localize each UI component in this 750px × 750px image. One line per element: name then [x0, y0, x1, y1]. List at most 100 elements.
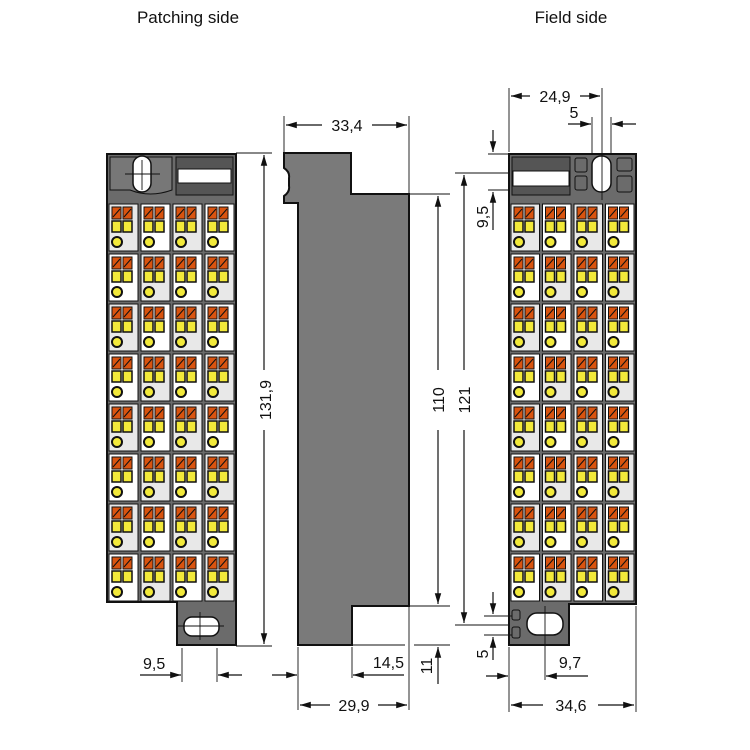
field-terminal-grid [510, 203, 635, 602]
contact-icon [555, 370, 567, 383]
terminal-block [510, 403, 540, 452]
contact-icon [122, 420, 133, 433]
contact-icon [544, 270, 556, 283]
terminal-block [172, 253, 203, 302]
contact-icon [587, 470, 598, 483]
terminal-block [204, 503, 235, 552]
contact-icon [607, 420, 619, 433]
test-point-icon [544, 236, 557, 248]
test-point-icon [143, 486, 155, 498]
test-point-icon [175, 586, 187, 598]
test-point-icon [544, 336, 557, 348]
test-point-icon [513, 236, 525, 248]
terminal-block [108, 503, 139, 552]
contact-icon [218, 420, 229, 433]
field-label-strip [512, 170, 570, 187]
terminal-block [172, 553, 203, 602]
dim-patching-height: 131,9 [258, 380, 275, 420]
test-point-icon [143, 536, 155, 548]
test-point-icon [576, 436, 588, 448]
contact-icon [143, 570, 154, 583]
test-point-icon [513, 336, 525, 348]
contact-icon [576, 270, 587, 283]
terminal-block [172, 453, 203, 502]
contact-icon [513, 520, 524, 533]
contact-icon [122, 370, 133, 383]
test-point-icon [607, 486, 620, 498]
contact-icon [607, 270, 619, 283]
test-point-icon [111, 536, 123, 548]
contact-icon [154, 220, 165, 233]
dim-side-notch-height: 11 [419, 658, 436, 675]
contact-icon [186, 220, 197, 233]
terminal-block [542, 453, 572, 502]
terminal-block [542, 253, 572, 302]
test-point-icon [513, 386, 525, 398]
test-point-icon [576, 236, 588, 248]
terminal-block [605, 503, 635, 552]
terminal-block [172, 353, 203, 402]
dim-side-inner-height: 110 [431, 387, 448, 413]
patching-label-strip [177, 168, 232, 184]
contact-icon [513, 370, 524, 383]
terminal-block [204, 403, 235, 452]
side-view [283, 152, 410, 646]
test-point-icon [143, 586, 155, 598]
contact-icon [607, 220, 619, 233]
contact-icon [524, 470, 535, 483]
contact-icon [524, 370, 535, 383]
contact-icon [186, 320, 197, 333]
terminal-block [605, 403, 635, 452]
terminal-block [605, 353, 635, 402]
test-point-icon [544, 286, 557, 298]
contact-icon [122, 320, 133, 333]
terminal-block [140, 403, 171, 452]
contact-icon [576, 520, 587, 533]
terminal-block [573, 253, 603, 302]
terminal-block [542, 503, 572, 552]
dim-field-bottom-slot: 5 [475, 649, 492, 658]
contact-icon [143, 470, 154, 483]
terminal-block [605, 253, 635, 302]
test-point-icon [544, 436, 557, 448]
terminal-block [204, 553, 235, 602]
contact-icon [513, 220, 524, 233]
test-point-icon [607, 336, 620, 348]
terminal-block [204, 203, 235, 252]
test-point-icon [207, 486, 219, 498]
terminal-block [140, 453, 171, 502]
terminal-block [573, 503, 603, 552]
dim-field-tab-width: 9,7 [559, 655, 581, 672]
contact-icon [186, 570, 197, 583]
contact-icon [218, 570, 229, 583]
contact-icon [618, 270, 630, 283]
contact-icon [524, 420, 535, 433]
contact-icon [607, 520, 619, 533]
terminal-block [542, 203, 572, 252]
contact-icon [111, 470, 122, 483]
contact-icon [143, 420, 154, 433]
terminal-block [542, 303, 572, 352]
side-housing [283, 152, 410, 646]
terminal-block [172, 203, 203, 252]
terminal-block [108, 403, 139, 452]
contact-icon [618, 370, 630, 383]
test-point-icon [607, 536, 620, 548]
test-point-icon [143, 286, 155, 298]
contact-icon [207, 420, 218, 433]
test-point-icon [175, 236, 187, 248]
dim-side-outer-height: 121 [457, 387, 474, 414]
test-point-icon [175, 436, 187, 448]
terminal-block [542, 353, 572, 402]
contact-icon [186, 420, 197, 433]
terminal-block [573, 303, 603, 352]
contact-icon [111, 520, 122, 533]
contact-icon [513, 570, 524, 583]
test-point-icon [111, 286, 123, 298]
contact-icon [618, 520, 630, 533]
test-point-icon [175, 336, 187, 348]
dim-field-slot-width: 5 [570, 105, 579, 122]
contact-icon [175, 520, 186, 533]
field-mount-slot [591, 155, 612, 193]
patching-bottom-mount-slot [183, 616, 220, 637]
